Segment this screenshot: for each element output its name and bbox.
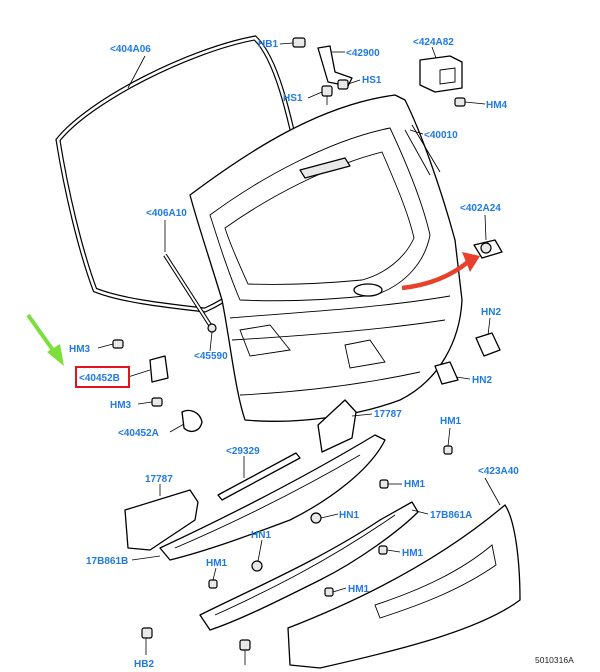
label-latch-alt: <40452A — [118, 428, 159, 439]
reference-code: 5010316A — [535, 655, 574, 665]
label-bumper-upper: HN2 — [481, 307, 501, 318]
label-latch: <40452B — [79, 373, 120, 384]
trim-left — [124, 489, 199, 551]
label-nut-lower: HN1 — [251, 530, 271, 541]
label-hinge-bolt-top: HB1 — [258, 39, 278, 50]
label-liftgate: <40010 — [424, 130, 458, 141]
trim-right — [317, 399, 357, 453]
bumper-moulding — [287, 504, 521, 669]
label-striker-nut: HM4 — [486, 100, 508, 111]
bump-stops — [434, 332, 501, 385]
label-latch-cover: <402A24 — [460, 203, 501, 214]
label-latch-nut-bottom: HM3 — [110, 400, 132, 411]
label-seal-strip: <29329 — [226, 446, 260, 457]
label-gas-strut: <406A10 — [146, 208, 187, 219]
label-striker-bracket: <424A82 — [413, 37, 454, 48]
label-clip-lower-right: HM1 — [402, 548, 424, 559]
label-weatherstrip: <404A06 — [110, 44, 151, 55]
label-trim-left: 17787 — [145, 474, 173, 485]
hinge-assembly — [292, 37, 353, 105]
label-bolt-bottom: HB2 — [134, 659, 154, 670]
latch-cover — [473, 239, 503, 259]
part-labels: <404A06 HB1 <42900 HS1 HS1 <424A82 HM4 <… — [69, 37, 574, 670]
striker-bracket — [419, 55, 466, 107]
pointer-arrow — [26, 313, 64, 366]
seal-strip — [217, 452, 301, 501]
liftgate-panel — [189, 94, 463, 422]
leader-lines — [97, 42, 501, 655]
label-panel-left: 17B861B — [86, 556, 128, 567]
label-hinge-screw-right: HS1 — [362, 75, 382, 86]
direction-arrow — [401, 252, 480, 291]
label-clip-upper: HM1 — [440, 416, 462, 427]
gas-strut — [163, 253, 217, 333]
trim-panel-right — [199, 501, 419, 631]
label-clip-lower-left: HM1 — [206, 558, 228, 569]
label-strut-ball: <45590 — [194, 351, 228, 362]
label-hinge: <42900 — [346, 48, 380, 59]
label-nut-middle: HN1 — [339, 510, 359, 521]
label-panel-right: 17B861A — [430, 510, 472, 521]
label-moulding: <423A40 — [478, 466, 519, 477]
fasteners — [141, 445, 453, 665]
trim-panel-lower — [159, 434, 386, 561]
label-clip-middle: HM1 — [404, 479, 426, 490]
label-hinge-screw-left: HS1 — [283, 93, 303, 104]
label-latch-nut-top: HM3 — [69, 344, 91, 355]
label-clip-bottom: HM1 — [348, 584, 370, 595]
label-trim-right: 17787 — [374, 409, 402, 420]
latch-parts — [112, 339, 203, 433]
label-bumper-lower: HN2 — [472, 375, 492, 386]
highlight-box — [75, 366, 130, 388]
